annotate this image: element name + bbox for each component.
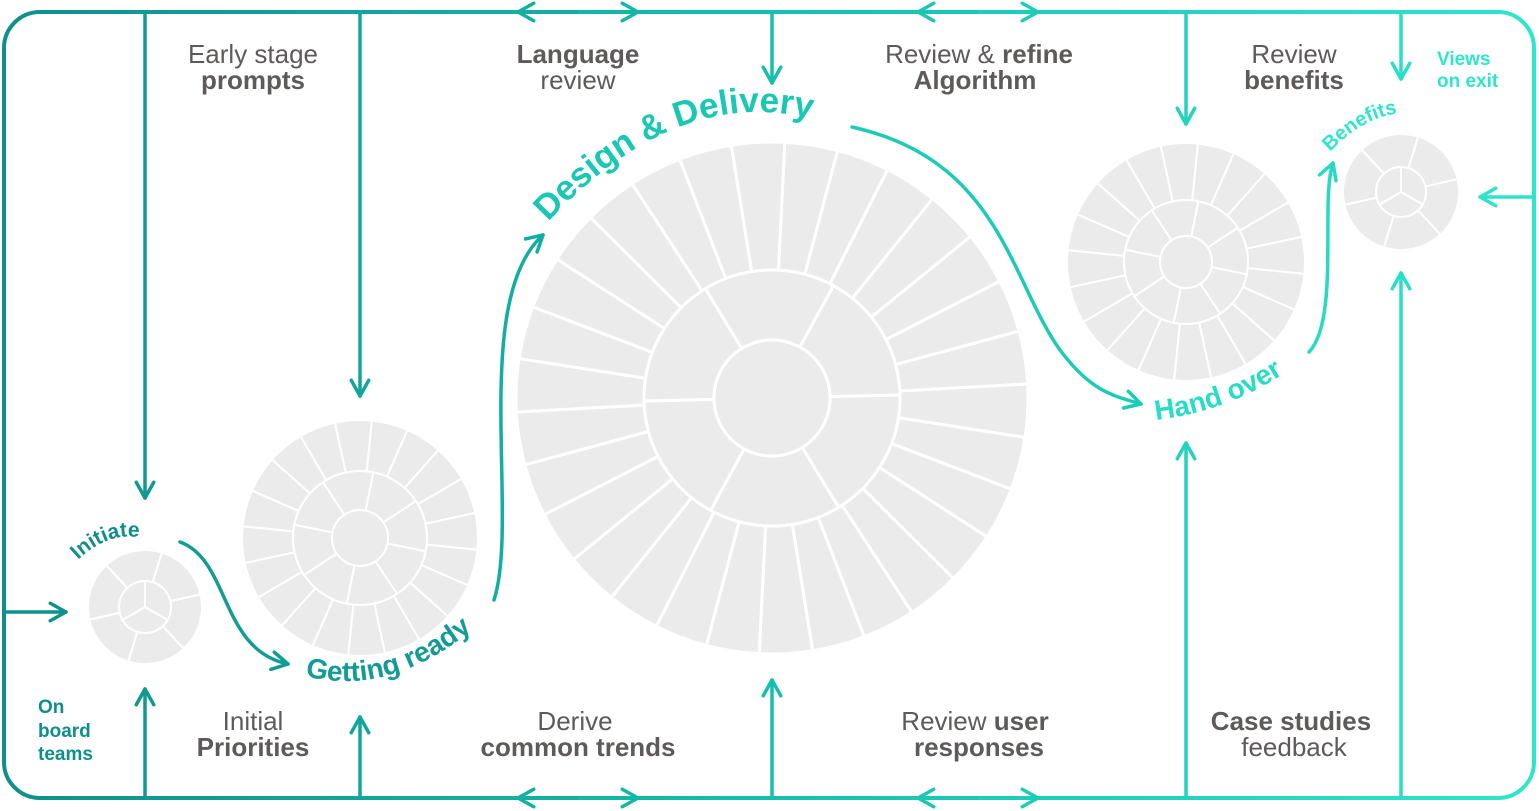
side-label-line: On — [38, 697, 64, 718]
input-label-line1: Review — [1251, 39, 1336, 69]
input-label-line2: prompts — [201, 65, 305, 95]
stage-wheels — [87, 133, 1460, 665]
input-label-line1: Review user — [901, 706, 1048, 736]
input-label-line1: Language — [517, 39, 640, 69]
flow-getting-ready-to-design — [492, 233, 545, 602]
input-review-benefits: Review benefits — [1244, 39, 1344, 95]
flow-path — [178, 125, 1338, 672]
side-label-line: board — [38, 721, 91, 742]
wheel-segment — [121, 605, 169, 634]
input-label-line1: Review & refine — [885, 39, 1073, 69]
input-label-line2: feedback — [1241, 732, 1348, 762]
wheel-benefits — [1342, 133, 1460, 251]
frame-border — [2, 10, 1536, 800]
input-case-studies-feedback: Case studies feedback — [1211, 706, 1371, 762]
wheel-hub — [331, 509, 389, 567]
input-label-line1: Early stage — [188, 39, 318, 69]
wheel-initiate — [87, 549, 203, 665]
side-label-on-board-teams: On board teams — [38, 697, 93, 765]
wheel-segment — [118, 579, 146, 622]
side-label-line: teams — [38, 744, 93, 765]
input-label-line2: common trends — [480, 732, 675, 762]
side-label-line: on exit — [1437, 71, 1499, 92]
input-label-line1: Case studies — [1211, 706, 1371, 736]
input-label-line2: benefits — [1244, 65, 1344, 95]
input-label-line1: Initial — [223, 706, 284, 736]
input-label-line2: Algorithm — [914, 65, 1037, 95]
wheel-segment — [1375, 165, 1402, 206]
input-language-review: Language review — [517, 39, 640, 95]
side-label-views-on-exit: Views on exit — [1437, 49, 1499, 92]
wheel-hand-over — [1066, 142, 1306, 382]
input-label-line1: Derive — [537, 706, 612, 736]
input-early-stage-prompts: Early stage prompts — [188, 39, 318, 95]
wheel-getting-ready — [241, 419, 479, 657]
side-label-line: Views — [1437, 49, 1491, 70]
flow-design-to-hand-over — [850, 125, 1143, 410]
input-review-user-responses: Review user responses — [901, 706, 1048, 762]
flow-hand-over-to-benefits — [1307, 161, 1338, 354]
input-derive-common-trends: Derive common trends — [480, 706, 675, 762]
input-label-line2: responses — [914, 732, 1044, 762]
input-label-line2: Priorities — [197, 732, 310, 762]
wheel-design-delivery — [514, 140, 1030, 656]
flow-initiate-to-getting-ready — [178, 540, 290, 672]
input-review-refine-algorithm: Review & refine Algorithm — [885, 39, 1073, 95]
input-initial-priorities: Initial Priorities — [197, 706, 310, 762]
wheel-segment — [1377, 190, 1425, 218]
wheel-hub — [712, 338, 832, 458]
wheel-hub — [1159, 235, 1213, 289]
input-label-line2: review — [540, 65, 615, 95]
